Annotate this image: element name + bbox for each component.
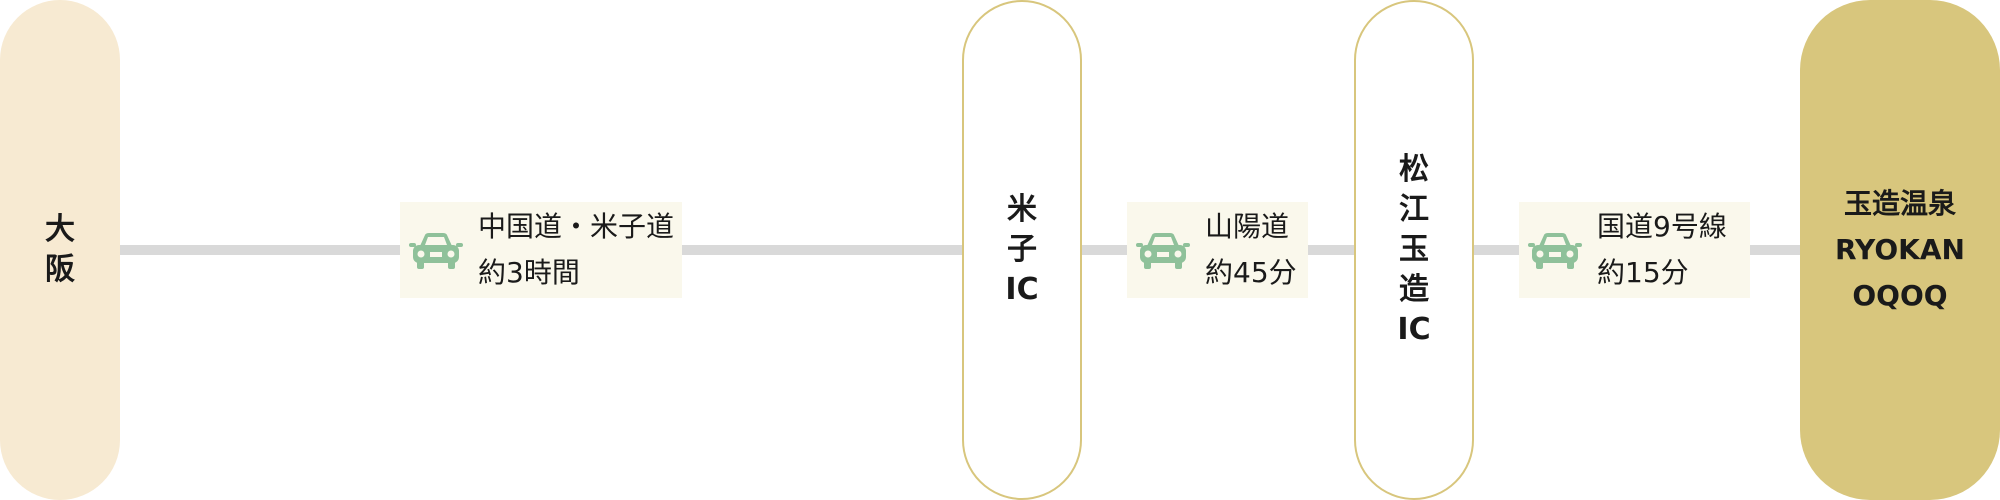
stop-label-matsue-tamatsukuri-ic: 松江玉造IC xyxy=(1397,152,1431,347)
route-segment-1: 中国道・米子道 約3時間 xyxy=(400,202,682,298)
stop-ryokan-oqoq: 玉造温泉 RYOKAN OQOQ xyxy=(1800,0,2000,500)
route-name: 中国道・米子道 xyxy=(478,210,675,243)
route-segment-3: 国道9号線 約15分 xyxy=(1519,202,1750,298)
route-duration: 約3時間 xyxy=(478,256,580,289)
route-segment-2: 山陽道 約45分 xyxy=(1127,202,1308,298)
stop-yonago-ic: 米子IC xyxy=(962,0,1082,500)
route-name: 国道9号線 xyxy=(1597,210,1727,243)
stop-label-yonago-ic: 米子IC xyxy=(1005,192,1039,307)
route-duration: 約45分 xyxy=(1205,256,1297,289)
stop-osaka: 大阪 xyxy=(0,0,120,500)
route-duration: 約15分 xyxy=(1597,256,1689,289)
car-icon xyxy=(1136,233,1190,269)
stop-label-osaka: 大阪 xyxy=(45,212,75,287)
route-name: 山陽道 xyxy=(1205,210,1290,243)
stop-label-ryokan-oqoq: 玉造温泉 RYOKAN OQOQ xyxy=(1835,187,1965,312)
car-icon xyxy=(1528,233,1582,269)
stop-matsue-tamatsukuri-ic: 松江玉造IC xyxy=(1354,0,1474,500)
car-icon xyxy=(409,233,463,269)
